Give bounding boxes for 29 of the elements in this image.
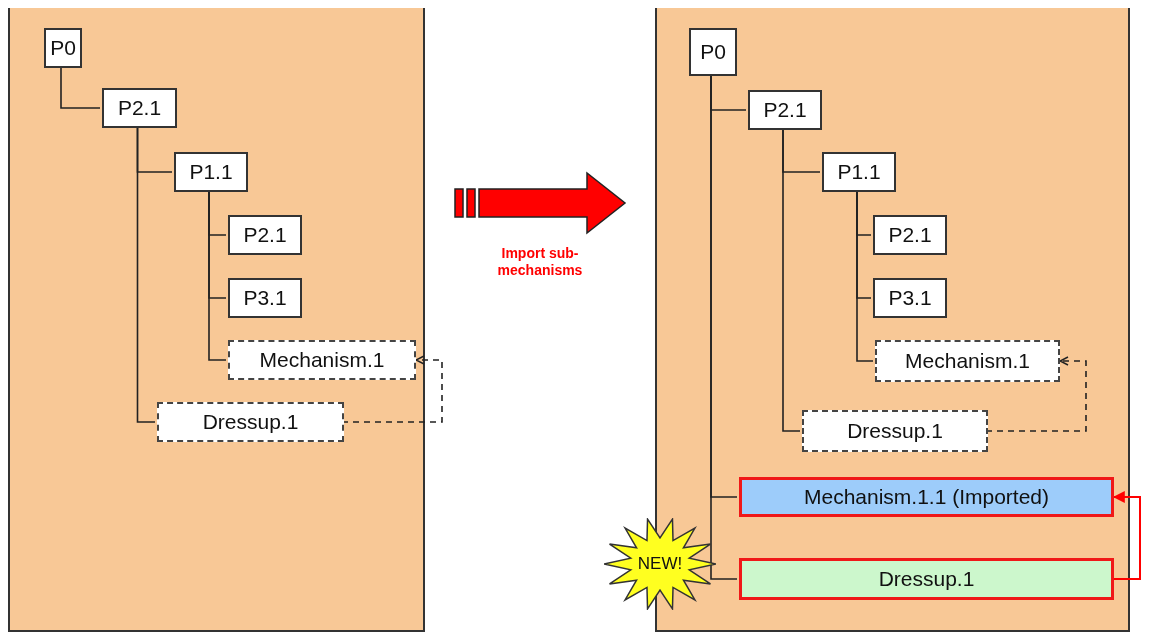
dashed-tree-item: Dressup.1 [157, 402, 344, 442]
tree-item: P3.1 [228, 278, 302, 318]
tree-line [782, 129, 801, 432]
imported-item-box: Dressup.1 [739, 558, 1114, 600]
dashed-arrow [341, 355, 443, 423]
tree-line [856, 191, 874, 362]
block-arrow [454, 171, 627, 235]
edge-label: Import sub-mechanisms [496, 245, 584, 279]
tree-item: P1.1 [822, 152, 896, 192]
new-starburst: NEW! [604, 518, 716, 610]
dashed-tree-item: Mechanism.1 [875, 340, 1060, 382]
tree-item: P3.1 [873, 278, 947, 318]
tree-line [208, 191, 227, 361]
tree-item: P2.1 [873, 215, 947, 255]
tree-item: P2.1 [228, 215, 302, 255]
imported-item-box: Mechanism.1.1 (Imported) [739, 477, 1114, 517]
tree-item: P0 [689, 28, 737, 76]
tree-line [60, 67, 101, 109]
tree-line [136, 127, 156, 423]
tree-item: P0 [44, 28, 82, 68]
tree-line [710, 75, 738, 580]
arrow [1111, 491, 1141, 580]
panel-background [8, 8, 425, 632]
tree-item: P2.1 [102, 88, 177, 128]
tree-item: P2.1 [748, 90, 822, 130]
dashed-tree-item: Mechanism.1 [228, 340, 416, 380]
tree-item: P1.1 [174, 152, 248, 192]
dashed-arrow [985, 356, 1087, 432]
dashed-tree-item: Dressup.1 [802, 410, 988, 452]
